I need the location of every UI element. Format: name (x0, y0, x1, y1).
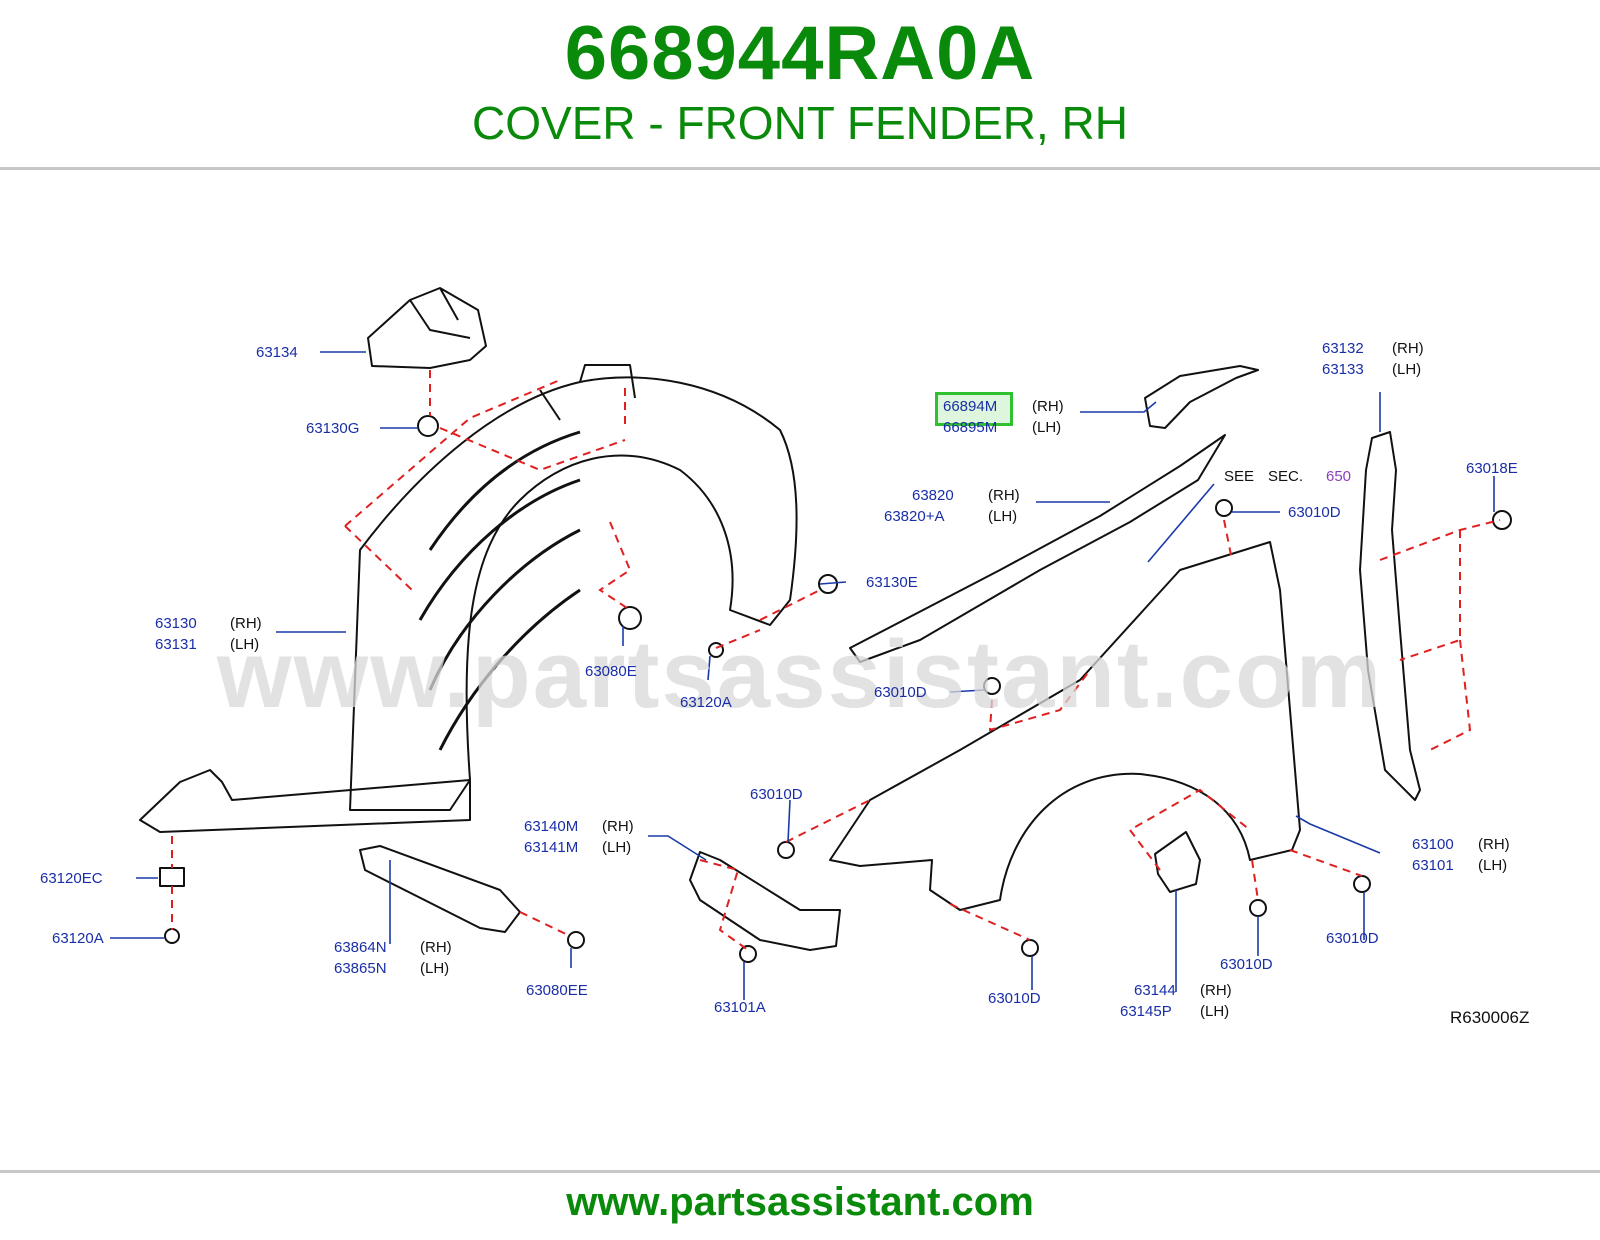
selected-part-highlight (935, 392, 1013, 426)
side-63145p: (LH) (1200, 1003, 1230, 1020)
bracket-63134-drawing (367, 287, 487, 369)
label-63010d-f[interactable]: 63010D (1326, 930, 1379, 947)
label-63820a[interactable]: 63820+A (884, 508, 945, 525)
label-63010d-c[interactable]: 63010D (1288, 504, 1341, 521)
side-63820: (RH) (988, 487, 1020, 504)
label-63080ee[interactable]: 63080EE (526, 982, 588, 999)
bolt-63010d-e-drawing (1249, 899, 1267, 917)
label-63865n[interactable]: 63865N (334, 960, 387, 977)
liner-base-drawing (139, 769, 471, 833)
label-63130[interactable]: 63130 (155, 615, 197, 632)
diagram-drawing (110, 287, 1512, 1000)
side-63101: (LH) (1478, 857, 1508, 874)
label-63101[interactable]: 63101 (1412, 857, 1454, 874)
see-section-650-link[interactable]: 650 (1326, 468, 1352, 485)
bracket-63144-drawing (1154, 831, 1201, 893)
side-63141m: (LH) (602, 839, 632, 856)
label-63131[interactable]: 63131 (155, 636, 197, 653)
side-66894m: (RH) (1032, 398, 1064, 415)
label-63864n[interactable]: 63864N (334, 939, 387, 956)
grommet-63080e-drawing (618, 606, 642, 630)
label-63010d-a[interactable]: 63010D (750, 786, 803, 803)
bolt-63010d-c-drawing (1215, 499, 1233, 517)
label-63133[interactable]: 63133 (1322, 361, 1364, 378)
label-63080e[interactable]: 63080E (585, 663, 637, 680)
header: 668944RA0A COVER - FRONT FENDER, RH (0, 0, 1600, 170)
side-63864n: (RH) (420, 939, 452, 956)
label-63820[interactable]: 63820 (912, 487, 954, 504)
clip-63120a-mid-drawing (708, 642, 724, 658)
bolt-63010d-d-drawing (1021, 939, 1039, 957)
label-63132[interactable]: 63132 (1322, 340, 1364, 357)
wheelhouse-liner-drawing (349, 376, 798, 811)
label-63130e[interactable]: 63130E (866, 574, 918, 591)
side-66895m: (LH) (1032, 419, 1062, 436)
label-63145p[interactable]: 63145P (1120, 1003, 1172, 1020)
clip-63080ee-drawing (567, 931, 585, 949)
side-63140m: (RH) (602, 818, 634, 835)
side-63133: (LH) (1392, 361, 1422, 378)
side-63865n: (LH) (420, 960, 450, 977)
label-63010d-e[interactable]: 63010D (1220, 956, 1273, 973)
label-63018e[interactable]: 63018E (1466, 460, 1518, 477)
cover-66894m-drawing (1144, 365, 1259, 429)
label-63120a-mid[interactable]: 63120A (680, 694, 732, 711)
label-63141m[interactable]: 63141M (524, 839, 579, 856)
side-63100: (RH) (1478, 836, 1510, 853)
part-number-title: 668944RA0A (564, 11, 1036, 96)
clip-63130g-drawing (417, 415, 439, 437)
side-63820a: (LH) (988, 508, 1018, 525)
label-63120a-left[interactable]: 63120A (52, 930, 104, 947)
label-63144[interactable]: 63144 (1134, 982, 1176, 999)
label-63120ec[interactable]: 63120EC (40, 870, 103, 887)
label-63101a[interactable]: 63101A (714, 999, 766, 1016)
see-label: SEE (1224, 468, 1255, 485)
part-description: COVER - FRONT FENDER, RH (472, 97, 1128, 149)
bolt-63010d-f-drawing (1353, 875, 1371, 893)
fender-63100-drawing (829, 541, 1301, 911)
seal-63820-drawing (849, 434, 1226, 663)
side-63130: (RH) (230, 615, 262, 632)
top-divider (0, 167, 1600, 170)
label-63100[interactable]: 63100 (1412, 836, 1454, 853)
footer-site-link[interactable]: www.partsassistant.com (566, 1180, 1034, 1224)
parts-diagram: www.partsassistant.com 63134 63130G 6313… (0, 170, 1600, 1170)
bolt-63010d-a-drawing (777, 841, 795, 859)
diagram-reference-code: R630006Z (1450, 1008, 1530, 1027)
trim-63864n-drawing (359, 845, 521, 933)
clip-63130e-drawing (818, 574, 838, 594)
seal-63132-drawing (1359, 431, 1421, 801)
side-63131: (LH) (230, 636, 260, 653)
clip-63018e-drawing (1492, 510, 1512, 530)
label-63134[interactable]: 63134 (256, 344, 298, 361)
label-66895m[interactable]: 66895M (943, 419, 998, 436)
label-66894m[interactable]: 66894M (943, 398, 998, 415)
label-63010d-d[interactable]: 63010D (988, 990, 1041, 1007)
clip-63120a-left-drawing (164, 928, 180, 944)
label-63010d-b[interactable]: 63010D (874, 684, 927, 701)
side-63132: (RH) (1392, 340, 1424, 357)
bolt-63101a-drawing (739, 945, 757, 963)
watermark: www.partsassistant.com (216, 621, 1384, 728)
bracket-63140m-drawing (689, 851, 841, 951)
bottom-divider (0, 1170, 1600, 1173)
side-63144: (RH) (1200, 982, 1232, 999)
bolt-63010d-b-drawing (983, 677, 1001, 695)
label-63140m[interactable]: 63140M (524, 818, 579, 835)
clip-63120ec-drawing (159, 867, 185, 887)
see-sec-label: SEC. (1268, 468, 1304, 485)
label-63130g[interactable]: 63130G (306, 420, 360, 437)
